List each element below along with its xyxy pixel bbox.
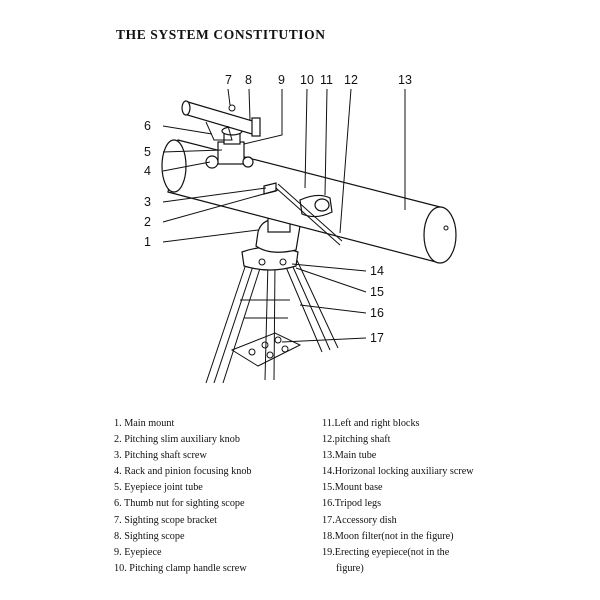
callout-2: 2	[144, 215, 151, 229]
legend-item: figure)	[336, 562, 364, 574]
callout-10: 10	[300, 73, 314, 87]
callout-15: 15	[370, 285, 384, 299]
legend-item: 5. Eyepiece joint tube	[114, 482, 203, 494]
callout-9: 9	[278, 73, 285, 87]
callout-11: 11	[320, 73, 333, 87]
legend-item: 17.Accessory dish	[322, 514, 397, 526]
callout-numbers: 7 8 9 10 11 12 13 6 5 4 3 2 1 14 15 16 1…	[144, 73, 412, 345]
legend-item: 18.Moon filter(not in the figure)	[322, 530, 454, 542]
legend-left-column: 1. Main mount 2. Pitching slim auxiliary…	[114, 416, 252, 577]
callout-1: 1	[144, 235, 151, 249]
legend-item: 2. Pitching slim auxiliary knob	[114, 434, 240, 446]
legend-item: 7. Sighting scope bracket	[114, 514, 217, 526]
legend-item: 10. Pitching clamp handle screw	[114, 562, 247, 574]
callout-13: 13	[398, 73, 412, 87]
legend-item: 4. Rack and pinion focusing knob	[114, 466, 252, 478]
telescope-diagram: 7 8 9 10 11 12 13 6 5 4 3 2 1 14 15 16 1…	[144, 73, 457, 384]
legend-item: 13.Main tube	[322, 450, 377, 462]
legend-item: 12.pitching shaft	[322, 434, 391, 446]
callout-6: 6	[144, 119, 151, 133]
legend-item: 15.Mount base	[322, 482, 383, 494]
callout-8: 8	[245, 73, 252, 87]
sighting-scope	[181, 100, 261, 141]
tripod-legs	[205, 255, 339, 384]
legend-item: 3. Pitching shaft screw	[114, 450, 207, 462]
callout-14: 14	[370, 264, 384, 278]
callout-12: 12	[344, 73, 358, 87]
legend-item: 6. Thumb nut for sighting scope	[114, 498, 245, 510]
leader-lines	[162, 88, 406, 343]
legend-item: 19.Erecting eyepiece(not in the	[322, 546, 450, 558]
legend-item: 8. Sighting scope	[114, 530, 185, 542]
callout-16: 16	[370, 306, 384, 320]
legend-item: 16.Tripod legs	[322, 498, 382, 510]
legend-item: 1. Main mount	[114, 418, 175, 429]
diagram-title: THE SYSTEM CONSTITUTION	[116, 27, 326, 42]
focuser	[205, 126, 254, 169]
legend-right-column: 11.Left and right blocks 12.pitching sha…	[322, 416, 474, 577]
callout-3: 3	[144, 195, 151, 209]
callout-4: 4	[144, 164, 151, 178]
callout-5: 5	[144, 145, 151, 159]
callout-7: 7	[225, 73, 232, 87]
legend-item: 14.Horizonal locking auxiliary screw	[322, 466, 474, 478]
legend-item: 11.Left and right blocks	[322, 418, 420, 429]
legend-item: 9. Eyepiece	[114, 546, 162, 558]
callout-17: 17	[370, 331, 384, 345]
